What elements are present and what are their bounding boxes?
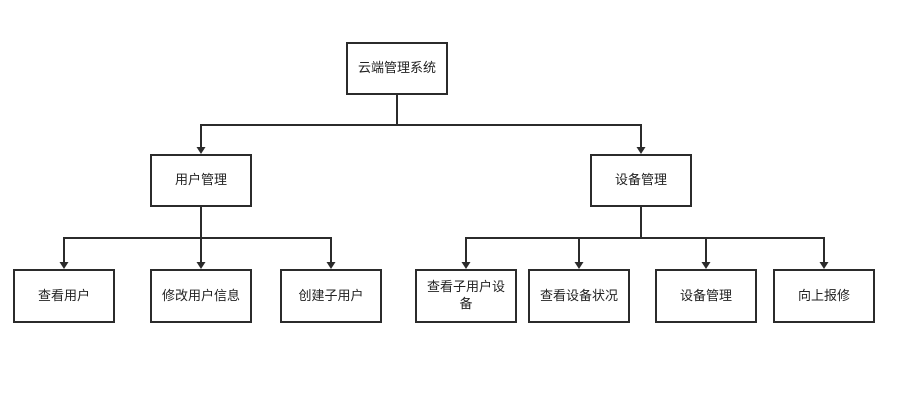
node-label: 向上报修 bbox=[797, 288, 850, 304]
arrowhead-device_mgmt bbox=[636, 147, 646, 154]
node-label: 修改用户信息 bbox=[161, 288, 240, 304]
node-view-device-status: 查看设备状况 bbox=[528, 269, 630, 323]
connector-device_mgmt-to-device_mgmt_leaf bbox=[640, 207, 707, 262]
node-label: 查看子用户设备 bbox=[426, 280, 505, 312]
node-label: 设备管理 bbox=[679, 288, 732, 304]
node-user-management: 用户管理 bbox=[150, 154, 252, 207]
arrowhead-report_repair bbox=[819, 262, 829, 269]
arrowhead-edit_user_info bbox=[196, 262, 206, 269]
connector-device_mgmt-to-view_device_status bbox=[578, 207, 642, 262]
node-report-repair: 向上报修 bbox=[773, 269, 875, 323]
node-edit-user-info: 修改用户信息 bbox=[150, 269, 252, 323]
connector-device_mgmt-to-view_sub_user_devices bbox=[465, 207, 642, 262]
arrowhead-view_sub_user_devices bbox=[461, 262, 471, 269]
arrowhead-view_users bbox=[59, 262, 69, 269]
node-label: 查看设备状况 bbox=[539, 288, 618, 304]
node-view-sub-user-devices: 查看子用户设备 bbox=[415, 269, 517, 323]
arrowhead-device_mgmt_leaf bbox=[701, 262, 711, 269]
node-create-sub-user: 创建子用户 bbox=[280, 269, 382, 323]
node-cloud-management-system: 云端管理系统 bbox=[346, 42, 448, 95]
node-device-management-leaf: 设备管理 bbox=[655, 269, 757, 323]
arrowhead-create_sub_user bbox=[326, 262, 336, 269]
node-label: 云端管理系统 bbox=[357, 61, 436, 76]
node-label: 设备管理 bbox=[614, 173, 667, 188]
node-label: 查看用户 bbox=[37, 288, 90, 304]
arrowhead-view_device_status bbox=[574, 262, 584, 269]
node-label: 创建子用户 bbox=[298, 288, 364, 304]
connector-user_mgmt-to-create_sub_user bbox=[200, 207, 332, 262]
connector-root-to-device_mgmt bbox=[396, 95, 642, 147]
node-label: 用户管理 bbox=[174, 173, 227, 188]
connector-user_mgmt-to-view_users bbox=[63, 207, 202, 262]
arrowhead-user_mgmt bbox=[196, 147, 206, 154]
node-view-users: 查看用户 bbox=[13, 269, 115, 323]
node-device-management: 设备管理 bbox=[590, 154, 692, 207]
connector-root-to-user_mgmt bbox=[200, 95, 398, 147]
connector-device_mgmt-to-report_repair bbox=[640, 207, 825, 262]
